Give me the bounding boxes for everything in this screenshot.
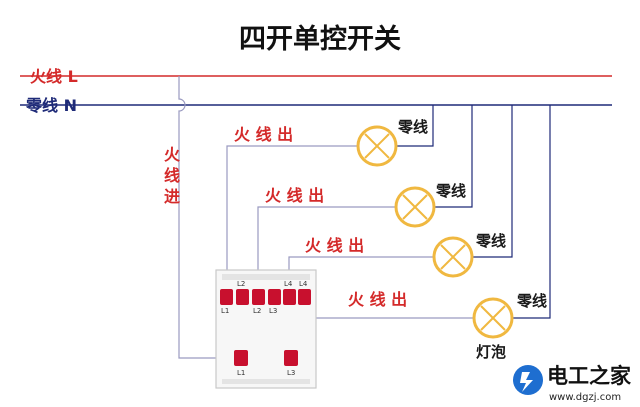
diagram-title: 四开单控开关 (239, 24, 401, 55)
terminal-label-bottom-1: L1 (237, 369, 245, 377)
neutral-wire-2 (434, 105, 473, 208)
terminal-top-3 (252, 289, 265, 305)
live-out-wire-2 (257, 206, 396, 289)
live-in-wire (178, 76, 241, 359)
terminal-label-bottom-2: L3 (287, 369, 295, 377)
lamp-label: 灯泡 (476, 343, 506, 361)
watermark-url: www.dgzj.com (549, 392, 621, 403)
live-out-label-2: 火 线 出 (265, 186, 324, 205)
terminal-top-6 (298, 289, 311, 305)
neutral-wire-1 (396, 105, 434, 147)
terminal-top-2 (236, 289, 249, 305)
neutral-wire-4 (512, 105, 551, 319)
watermark-name: 电工之家 (547, 364, 632, 388)
lamp-3 (432, 236, 474, 278)
watermark: 电工之家 www.dgzj.com (513, 364, 632, 403)
terminal-bottom-1 (234, 350, 248, 366)
live-in-char-3: 进 (164, 187, 180, 206)
lamp-neutral-label-1: 零线 (397, 118, 428, 136)
terminal-top-5 (283, 289, 296, 305)
lamp-1 (356, 125, 398, 167)
lamp-neutral-label-3: 零线 (475, 232, 506, 250)
neutral-line-label: 零线 N (25, 96, 77, 115)
live-out-label-1: 火 线 出 (234, 125, 293, 144)
live-out-wire-1 (226, 145, 358, 289)
live-in-char-1: 火 (164, 145, 181, 164)
terminal-sub-label-2: L2 (253, 307, 261, 315)
live-in-char-2: 线 (164, 166, 180, 185)
terminal-top-4 (268, 289, 281, 305)
live-out-label-4: 火 线 出 (348, 290, 407, 309)
terminal-label-top-3: L4 (299, 280, 308, 288)
lamp-neutral-label-2: 零线 (435, 182, 466, 200)
terminal-bottom-2 (284, 350, 298, 366)
lamp-4 (472, 297, 514, 339)
terminal-top-1 (220, 289, 233, 305)
terminal-sub-label-1: L1 (221, 307, 229, 315)
lamp-neutral-label-4: 零线 (516, 292, 547, 310)
terminal-sub-label-3: L3 (269, 307, 277, 315)
live-out-label-3: 火 线 出 (305, 236, 364, 255)
lamp-2 (394, 186, 436, 228)
live-line-label: 火线 L (30, 67, 78, 86)
neutral-wire-3 (472, 105, 513, 258)
terminal-label-top-2: L4 (284, 280, 293, 288)
terminal-label-top-1: L2 (237, 280, 245, 288)
